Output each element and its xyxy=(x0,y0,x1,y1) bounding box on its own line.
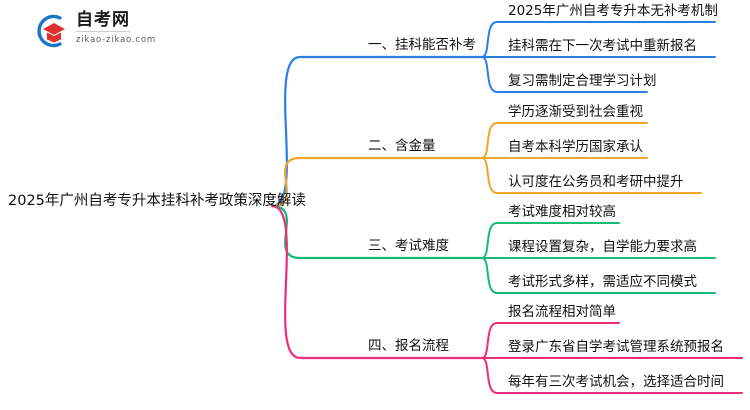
leaf-item[interactable]: 报名流程相对简单 xyxy=(508,304,616,320)
mindmap-root-title: 2025年广州自考专升本挂科补考政策深度解读 xyxy=(8,193,306,209)
branch-label-2[interactable]: 二、含金量 xyxy=(368,138,436,154)
branch-label-1[interactable]: 一、挂科能否补考 xyxy=(368,37,476,53)
branch-label-3[interactable]: 三、考试难度 xyxy=(368,238,449,254)
logo-subtitle: zikao-zikao.com xyxy=(76,35,156,45)
leaf-item[interactable]: 学历逐渐受到社会重视 xyxy=(508,104,643,120)
logo-text: 自考网 zikao-zikao.com xyxy=(76,10,194,46)
graduation-cap-logo-icon xyxy=(37,14,65,48)
branch-label-4[interactable]: 四、报名流程 xyxy=(368,338,449,354)
leaf-item[interactable]: 每年有三次考试机会，选择适合时间 xyxy=(508,374,724,390)
leaf-item[interactable]: 挂科需在下一次考试中重新报名 xyxy=(508,38,697,54)
leaf-connector-1-1 xyxy=(481,21,498,58)
leaf-item[interactable]: 课程设置复杂，自学能力要求高 xyxy=(508,239,697,255)
leaf-connector-2-3 xyxy=(481,157,498,194)
branch-connector-1 xyxy=(270,55,484,208)
leaf-item[interactable]: 2025年广州自考专升本无补考机制 xyxy=(508,3,718,19)
branch-connector-4 xyxy=(270,204,484,360)
leaf-connector-3-1 xyxy=(481,222,498,259)
logo-title: 自考网 xyxy=(76,10,130,32)
leaf-connector-2-1 xyxy=(481,122,498,159)
leaf-item[interactable]: 考试形式多样，需适应不同模式 xyxy=(508,274,697,290)
site-logo: 自考网 zikao-zikao.com xyxy=(30,10,190,52)
leaf-connector-4-3 xyxy=(481,357,498,394)
leaf-item[interactable]: 考试难度相对较高 xyxy=(508,204,616,220)
branch-connector-2 xyxy=(270,156,484,208)
leaf-item[interactable]: 自考本科学历国家承认 xyxy=(508,139,643,155)
leaf-connector-1-3 xyxy=(481,56,498,93)
leaf-item[interactable]: 登录广东省自学考试管理系统预报名 xyxy=(508,339,724,355)
leaf-connector-3-3 xyxy=(481,257,498,294)
leaf-item[interactable]: 认可度在公务员和考研中提升 xyxy=(508,174,684,190)
leaf-connector-4-1 xyxy=(481,322,498,359)
leaf-item[interactable]: 复习需制定合理学习计划 xyxy=(508,73,657,89)
